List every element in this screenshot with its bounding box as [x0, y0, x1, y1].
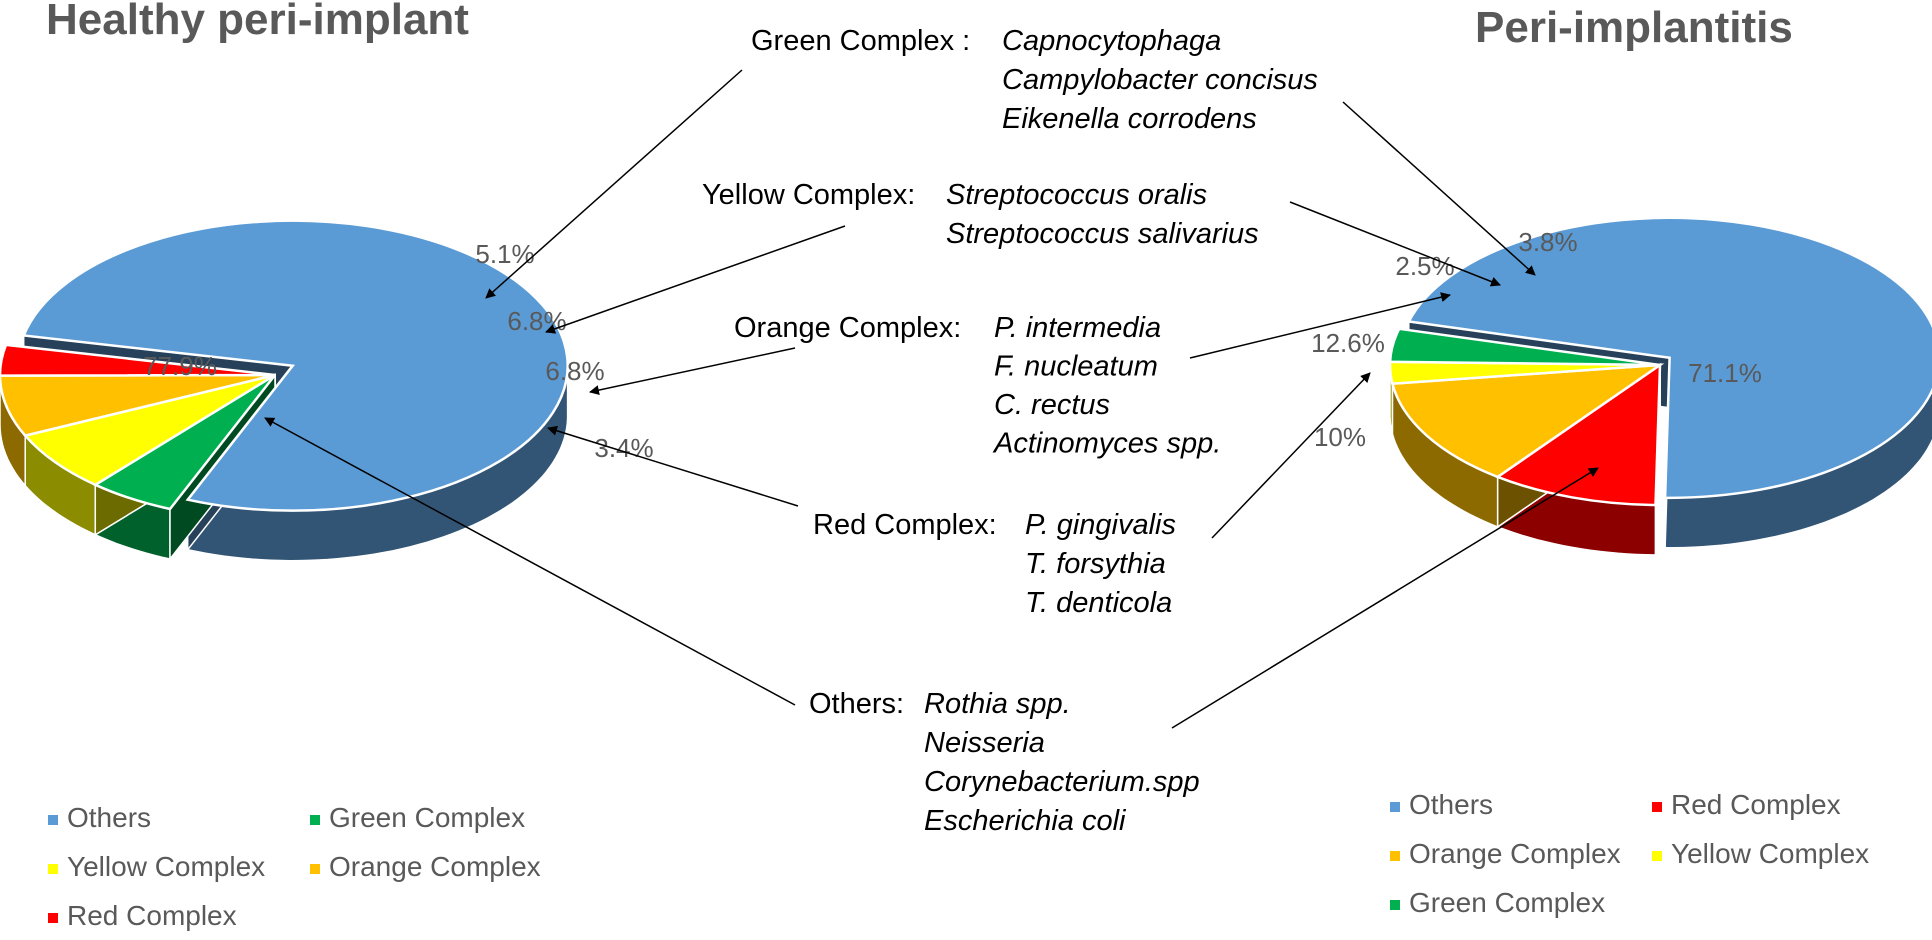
pie-slice-yellow-complex [22, 373, 276, 487]
legend-item-yellow-complex: Yellow Complex [1652, 838, 1869, 869]
leader-arrow-yellow-right [1289, 201, 1501, 287]
legend-label: Green Complex [329, 802, 525, 833]
annotation-others: Others: Rothia spp. NeisseriaCorynebacter… [809, 688, 1200, 837]
chart-title: Peri-implantitis [1475, 3, 1793, 52]
pie-slice-red-complex [0, 343, 276, 377]
leader-arrow-orange-left [589, 347, 796, 395]
legend-swatch-yellow-complex [1652, 851, 1662, 861]
leader-arrow-others-left [264, 417, 796, 706]
species-name: Eikenella corrodens [1002, 103, 1257, 135]
legend-swatch-others [48, 815, 58, 825]
leader-arrow-red-left [547, 425, 799, 507]
annotation-lead: Green Complex : [751, 25, 970, 57]
annotation-lead: Red Complex: [813, 509, 997, 541]
chart-title: Healthy peri-implant [46, 0, 469, 44]
species-name: Neisseria [924, 727, 1045, 759]
leader-arrow-others-right [1171, 467, 1599, 729]
annotation-lead: Others: [809, 688, 904, 720]
annotation-lead: Orange Complex: [734, 312, 961, 344]
data-label-orange-complex: 12.6% [1311, 328, 1385, 358]
legend-item-red-complex: Red Complex [1652, 789, 1841, 820]
legend-item-others: Others [1390, 789, 1493, 820]
species-name: T. denticola [1025, 587, 1172, 619]
pie-slice-red-complex [1495, 362, 1662, 507]
pie-slice-others [21, 219, 569, 512]
legend-swatch-yellow-complex [48, 864, 58, 874]
legend-label: Orange Complex [1409, 838, 1621, 869]
species-name: P. intermedia [994, 312, 1161, 344]
legend-item-green-complex: Green Complex [310, 802, 525, 833]
leader-arrows [264, 69, 1599, 729]
legend-item-orange-complex: Orange Complex [310, 851, 541, 882]
species-name: C. rectus [994, 389, 1110, 421]
species-name: Corynebacterium.spp [924, 766, 1200, 798]
species-name: T. forsythia [1025, 548, 1166, 580]
legend-swatch-red-complex [48, 913, 58, 923]
legend-swatch-green-complex [310, 815, 320, 825]
species-name: Campylobacter concisus [1002, 64, 1318, 96]
pie-chart-healthy: 77.9%5.1%6.8%6.8%3.4%Healthy peri-implan… [0, 0, 654, 562]
data-label-red-complex: 10% [1314, 422, 1366, 452]
annotation-lead: Yellow Complex: [702, 179, 915, 211]
species-name: F. nucleatum [994, 351, 1158, 383]
legend-item-yellow-complex: Yellow Complex [48, 851, 265, 882]
annotation-red-complex: Red Complex: P. gingivalis T. forsythiaT.… [813, 509, 1176, 619]
legend-item-orange-complex: Orange Complex [1390, 838, 1621, 869]
data-label-others: 71.1% [1688, 358, 1762, 388]
legend-label: Red Complex [1671, 789, 1841, 820]
legend-item-green-complex: Green Complex [1390, 887, 1605, 918]
annotation-orange-complex: Orange Complex: P. intermedia F. nucleatu… [734, 312, 1221, 460]
legend-label: Yellow Complex [1671, 838, 1869, 869]
pie-slice-green-complex [1388, 327, 1661, 367]
legend-label: Green Complex [1409, 887, 1605, 918]
leader-arrow-green-right [1342, 101, 1536, 276]
data-label-orange-complex: 6.8% [545, 356, 604, 386]
legend-swatch-red-complex [1652, 802, 1662, 812]
leader-arrow-orange-right [1189, 292, 1451, 359]
species-name: Capnocytophaga [1002, 25, 1221, 57]
species-name: Actinomyces spp. [992, 428, 1221, 460]
legend-label: Others [1409, 789, 1493, 820]
legend-swatch-others [1390, 802, 1400, 812]
species-name: P. gingivalis [1025, 509, 1176, 541]
data-label-yellow-complex: 6.8% [507, 306, 566, 336]
legend-item-others: Others [48, 802, 151, 833]
annotation-yellow-complex: Yellow Complex: Streptococcus oralisStre… [702, 179, 1259, 250]
species-annotations: Green Complex : CapnocytophagaCampylobac… [702, 25, 1318, 837]
data-label-green-complex: 5.1% [475, 239, 534, 269]
legend-swatch-green-complex [1390, 900, 1400, 910]
pie-slice-others [1406, 216, 1932, 500]
legend-item-red-complex: Red Complex [48, 900, 237, 931]
leader-arrow-red-right [1211, 372, 1371, 539]
species-name: Escherichia coli [924, 805, 1127, 837]
data-label-green-complex: 3.8% [1518, 227, 1577, 257]
leader-arrow-green-left [485, 69, 743, 299]
legend-label: Others [67, 802, 151, 833]
data-label-others: 77.9% [143, 351, 217, 381]
species-name: Streptococcus oralis [946, 179, 1207, 211]
legend-label: Yellow Complex [67, 851, 265, 882]
leader-arrow-yellow-left [545, 225, 846, 334]
legend-swatch-orange-complex [1390, 851, 1400, 861]
annotation-green-complex: Green Complex : CapnocytophagaCampylobac… [751, 25, 1318, 135]
legend-swatch-orange-complex [310, 864, 320, 874]
legend-label: Red Complex [67, 900, 237, 931]
species-name: Rothia spp. [924, 688, 1071, 720]
pie-chart-periimplantitis: 71.1%10%12.6%2.5%3.8%Peri-implantitis [1311, 3, 1932, 556]
species-name: Streptococcus salivarius [946, 218, 1259, 250]
legend-label: Orange Complex [329, 851, 541, 882]
pie-slice-orange-complex [1390, 363, 1665, 479]
